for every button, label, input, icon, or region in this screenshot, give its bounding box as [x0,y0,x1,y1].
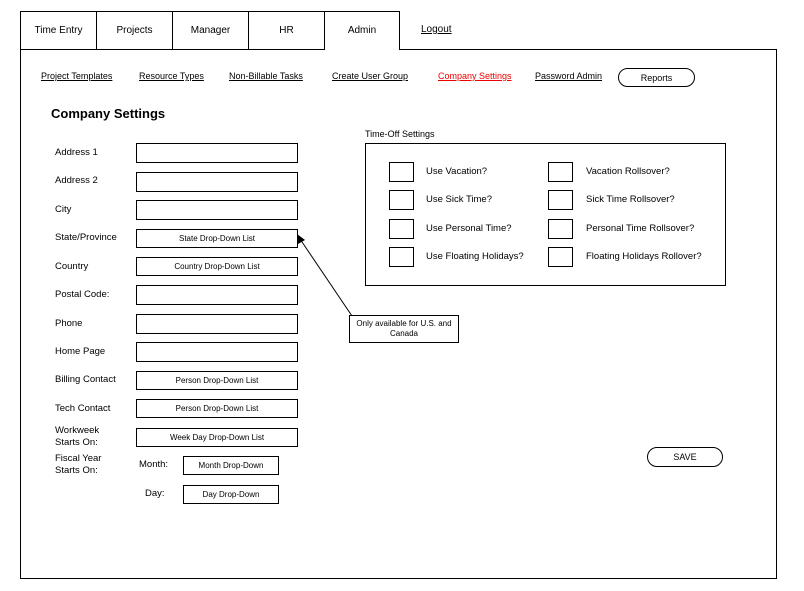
home-page-input[interactable] [136,342,298,362]
month-label: Month: [139,459,169,470]
use-personal-checkbox[interactable] [389,219,414,239]
fiscal-year-label-line1: Fiscal Year [55,453,102,464]
tab-hr[interactable]: HR [248,11,325,49]
logout-link[interactable]: Logout [421,24,452,35]
use-vacation-label: Use Vacation? [426,166,488,177]
workweek-dropdown[interactable]: Week Day Drop-Down List [136,428,298,447]
month-dropdown[interactable]: Month Drop-Down [183,456,279,475]
billing-contact-dropdown[interactable]: Person Drop-Down List [136,371,298,390]
annotation-line1: Only available for U.S. and [356,319,452,328]
annotation-line2: Canada [389,329,419,338]
workweek-label-line2: Starts On: [55,437,98,448]
address2-input[interactable] [136,172,298,192]
address1-label: Address 1 [55,147,98,158]
page-title: Company Settings [51,106,166,121]
use-vacation-checkbox[interactable] [389,162,414,182]
use-personal-label: Use Personal Time? [426,223,512,234]
home-page-label: Home Page [55,346,106,357]
personal-rollover-label: Personal Time Rollsover? [586,223,695,234]
tab-projects[interactable]: Projects [96,11,173,49]
sick-rollover-checkbox[interactable] [548,190,573,210]
time-off-panel [365,143,726,286]
city-input[interactable] [136,200,298,220]
state-label: State/Province [55,232,117,243]
subnav-password-admin[interactable]: Password Admin [535,71,603,81]
reports-button[interactable]: Reports [618,68,695,87]
country-dropdown[interactable]: Country Drop-Down List [136,257,298,276]
use-sick-label: Use Sick Time? [426,194,492,205]
use-floating-label: Use Floating Holidays? [426,251,524,262]
tab-admin[interactable]: Admin [324,11,400,49]
sick-rollover-label: Sick Time Rollsover? [586,194,675,205]
tech-contact-label: Tech Contact [55,403,111,414]
subnav-resource-types[interactable]: Resource Types [139,71,204,81]
active-tab-gap [325,48,399,50]
postal-code-label: Postal Code: [55,289,110,300]
subnav-project-templates[interactable]: Project Templates [41,71,113,81]
vacation-rollover-checkbox[interactable] [548,162,573,182]
save-button[interactable]: SAVE [647,447,723,467]
subnav-create-user-group[interactable]: Create User Group [332,71,409,81]
state-dropdown[interactable]: State Drop-Down List [136,229,298,248]
subnav-non-billable-tasks[interactable]: Non-Billable Tasks [229,71,303,81]
annotation-arrow [297,234,353,317]
phone-input[interactable] [136,314,298,334]
workweek-label-line1: Workweek [55,425,100,436]
tab-time-entry[interactable]: Time Entry [20,11,97,49]
tech-contact-dropdown[interactable]: Person Drop-Down List [136,399,298,418]
address2-label: Address 2 [55,175,98,186]
use-sick-checkbox[interactable] [389,190,414,210]
billing-contact-label: Billing Contact [55,374,116,385]
use-floating-checkbox[interactable] [389,247,414,267]
annotation-note: Only available for U.S. and Canada [349,315,459,343]
floating-rollover-checkbox[interactable] [548,247,573,267]
fiscal-year-label-line2: Starts On: [55,465,98,476]
phone-label: Phone [55,318,83,329]
city-label: City [55,204,72,215]
postal-code-input[interactable] [136,285,298,305]
subnav-company-settings[interactable]: Company Settings [438,71,512,81]
time-off-title: Time-Off Settings [365,129,435,139]
day-label: Day: [145,488,165,499]
vacation-rollover-label: Vacation Rollsover? [586,166,670,177]
address1-input[interactable] [136,143,298,163]
personal-rollover-checkbox[interactable] [548,219,573,239]
day-dropdown[interactable]: Day Drop-Down [183,485,279,504]
floating-rollover-label: Floating Holidays Rollover? [586,251,702,262]
tab-manager[interactable]: Manager [172,11,249,49]
country-label: Country [55,261,89,272]
